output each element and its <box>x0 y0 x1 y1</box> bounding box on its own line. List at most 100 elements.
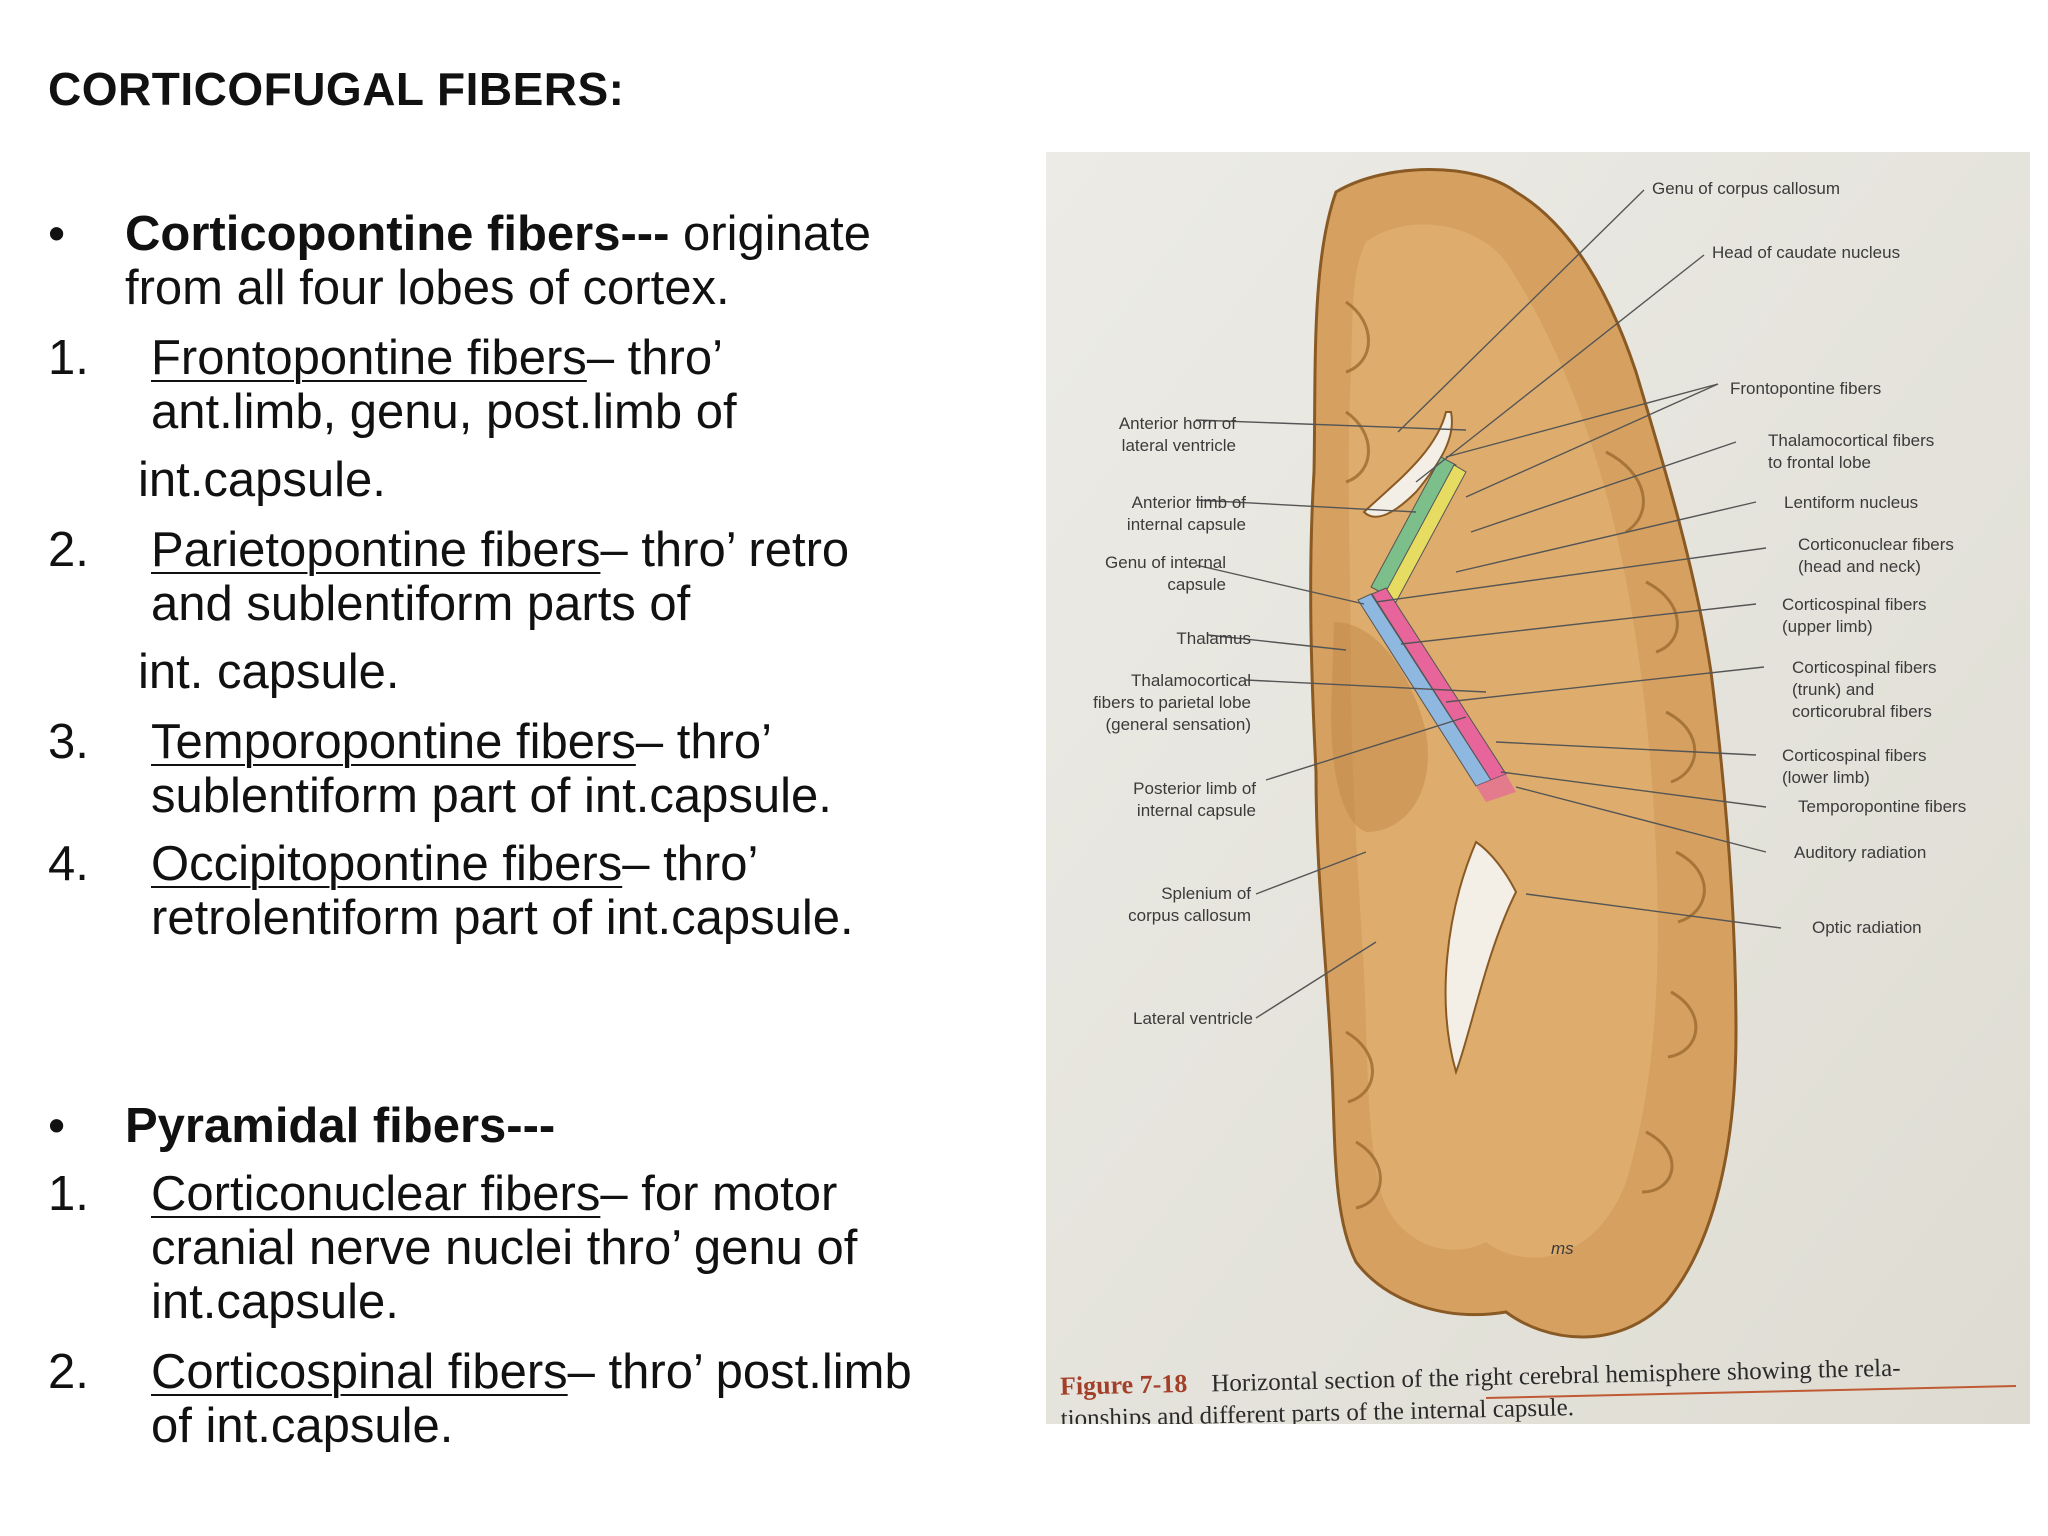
item-line3: int.capsule. <box>138 453 386 507</box>
item-line3: int.capsule. <box>151 1275 399 1329</box>
svg-text:Lentiform nucleus: Lentiform nucleus <box>1784 493 1918 512</box>
right-label: Temporopontine fibers <box>1798 797 1966 816</box>
svg-text:Corticonuclear fibers: Corticonuclear fibers <box>1798 535 1954 554</box>
section1-heading-line2: from all four lobes of cortex. <box>125 261 730 315</box>
svg-text:Thalamocortical fibers: Thalamocortical fibers <box>1768 431 1934 450</box>
svg-text:Temporopontine fibers: Temporopontine fibers <box>1798 797 1966 816</box>
right-label: Lentiform nucleus <box>1784 493 1918 512</box>
right-label: corticorubral fibers <box>1792 702 1932 721</box>
svg-text:Splenium of: Splenium of <box>1161 884 1251 903</box>
right-label: Genu of corpus callosum <box>1652 179 1840 198</box>
item-line2: cranial nerve nuclei thro’ genu of <box>151 1221 858 1275</box>
svg-text:fibers to parietal lobe: fibers to parietal lobe <box>1093 693 1251 712</box>
left-label: capsule <box>1167 575 1226 594</box>
caption-label: Figure 7-18 <box>1060 1369 1188 1401</box>
svg-text:internal capsule: internal capsule <box>1137 801 1256 820</box>
page-title: CORTICOFUGAL FIBERS: <box>48 63 625 115</box>
svg-text:Genu of corpus callosum: Genu of corpus callosum <box>1652 179 1840 198</box>
right-label: Frontopontine fibers <box>1730 379 1881 398</box>
caption-rule <box>1485 1385 2017 1399</box>
item-term: Occipitopontine fibers <box>151 837 623 891</box>
item-line: Occipitopontine fibers– thro’ <box>151 836 758 892</box>
right-label: Corticospinal fibers <box>1782 746 1927 765</box>
svg-text:Posterior limb of: Posterior limb of <box>1133 779 1256 798</box>
item-number: 1. <box>48 331 89 385</box>
item-line2: of int.capsule. <box>151 1399 454 1453</box>
item-line: Parietopontine fibers– thro’ retro <box>151 522 849 578</box>
svg-text:corticorubral fibers: corticorubral fibers <box>1792 702 1932 721</box>
fiber-bands <box>1357 456 1516 802</box>
leader-lines <box>1195 189 1782 1019</box>
left-label: Genu of internal <box>1105 553 1226 572</box>
section1-heading: Corticopontine fibers--- originate <box>125 206 871 262</box>
item-term: Temporopontine fibers <box>151 715 636 769</box>
right-label: (head and neck) <box>1798 557 1921 576</box>
item-line2: ant.limb, genu, post.limb of <box>151 385 737 439</box>
left-label: fibers to parietal lobe <box>1093 693 1251 712</box>
item-number: 2. <box>48 523 89 577</box>
right-label: Head of caudate nucleus <box>1712 243 1900 262</box>
posterior-ventricle <box>1444 840 1518 1076</box>
illustrator-mark: ms <box>1551 1239 1574 1258</box>
right-label: Optic radiation <box>1812 918 1922 937</box>
svg-text:(trunk) and: (trunk) and <box>1792 680 1874 699</box>
item-rest: – thro’ <box>622 837 759 891</box>
right-label: Corticospinal fibers <box>1782 595 1927 614</box>
svg-text:Corticospinal fibers: Corticospinal fibers <box>1792 658 1937 677</box>
item-rest: – thro’ post.limb <box>567 1345 912 1399</box>
svg-text:(upper limb): (upper limb) <box>1782 617 1873 636</box>
svg-text:Auditory radiation: Auditory radiation <box>1794 843 1926 862</box>
bullet: • <box>48 1099 66 1153</box>
svg-text:Optic radiation: Optic radiation <box>1812 918 1922 937</box>
svg-text:Corticospinal fibers: Corticospinal fibers <box>1782 595 1927 614</box>
item-term: Corticonuclear fibers <box>151 1167 601 1221</box>
svg-text:(head and neck): (head and neck) <box>1798 557 1921 576</box>
svg-text:capsule: capsule <box>1167 575 1226 594</box>
left-label: Splenium of <box>1161 884 1251 903</box>
brain-section-figure: Anterior horn of lateral ventricle Anter… <box>1046 152 2030 1424</box>
figure-photo: Anterior horn of lateral ventricle Anter… <box>1046 152 2030 1424</box>
item-line: Frontopontine fibers– thro’ <box>151 330 723 386</box>
right-label: Corticonuclear fibers <box>1798 535 1954 554</box>
svg-text:Lateral ventricle: Lateral ventricle <box>1133 1009 1253 1028</box>
pink-band-end <box>1476 774 1516 802</box>
item-term: Corticospinal fibers <box>151 1345 568 1399</box>
item-number: 3. <box>48 715 89 769</box>
item-number: 4. <box>48 837 89 891</box>
svg-text:Frontopontine fibers: Frontopontine fibers <box>1730 379 1881 398</box>
right-label: to frontal lobe <box>1768 453 1871 472</box>
right-label: Corticospinal fibers <box>1792 658 1937 677</box>
svg-text:Thalamus: Thalamus <box>1176 629 1251 648</box>
item-term: Frontopontine fibers <box>151 331 587 385</box>
item-rest: – thro’ retro <box>600 523 850 577</box>
item-number: 2. <box>48 1345 89 1399</box>
svg-text:(lower limb): (lower limb) <box>1782 768 1870 787</box>
svg-text:lateral ventricle: lateral ventricle <box>1122 436 1236 455</box>
svg-text:Anterior limb of: Anterior limb of <box>1132 493 1247 512</box>
svg-text:internal capsule: internal capsule <box>1127 515 1246 534</box>
item-number: 1. <box>48 1167 89 1221</box>
svg-text:Anterior horn of: Anterior horn of <box>1119 414 1236 433</box>
item-rest: – thro’ <box>586 331 723 385</box>
section1-heading-bold: Corticopontine fibers--- <box>125 207 670 261</box>
svg-text:to frontal lobe: to frontal lobe <box>1768 453 1871 472</box>
white-matter <box>1348 224 1658 1258</box>
item-line2: sublentiform part of int.capsule. <box>151 769 832 823</box>
right-label: (lower limb) <box>1782 768 1870 787</box>
item-term: Parietopontine fibers <box>151 523 601 577</box>
right-label: Thalamocortical fibers <box>1768 431 1934 450</box>
item-line: Corticospinal fibers– thro’ post.limb <box>151 1344 912 1400</box>
bullet: • <box>48 207 66 261</box>
right-labels: Genu of corpus callosum Head of caudate … <box>1652 179 1966 937</box>
svg-text:corpus callosum: corpus callosum <box>1128 906 1251 925</box>
section2-heading: Pyramidal fibers--- <box>125 1099 556 1153</box>
svg-text:(general sensation): (general sensation) <box>1105 715 1251 734</box>
gyri <box>1345 300 1706 1210</box>
item-line: Temporopontine fibers– thro’ <box>151 714 772 770</box>
section1-heading-rest: originate <box>669 207 871 261</box>
left-label: corpus callosum <box>1128 906 1251 925</box>
item-rest: – for motor <box>600 1167 838 1221</box>
left-label: Posterior limb of <box>1133 779 1256 798</box>
item-line2: and sublentiform parts of <box>151 577 691 631</box>
left-label: internal capsule <box>1137 801 1256 820</box>
